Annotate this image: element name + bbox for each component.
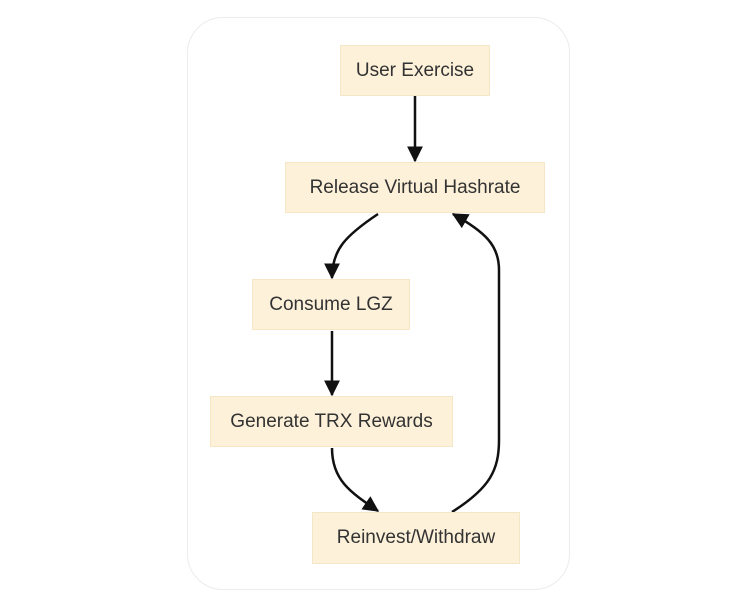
node-release-hashrate-label: Release Virtual Hashrate (309, 176, 521, 198)
edge-reinvest-withdraw-to-release-hashrate (451, 212, 501, 514)
node-user-exercise: User Exercise (340, 45, 490, 96)
node-user-exercise-label: User Exercise (355, 59, 475, 81)
node-release-hashrate: Release Virtual Hashrate (285, 162, 545, 213)
node-reinvest-withdraw: Reinvest/Withdraw (312, 512, 520, 564)
edge-release-hashrate-to-consume-lgz (324, 212, 379, 280)
node-reinvest-withdraw-label: Reinvest/Withdraw (336, 527, 496, 548)
node-generate-trx-label: Generate TRX Rewards (230, 410, 433, 432)
edge-generate-trx-to-reinvest-withdraw (330, 447, 380, 513)
node-consume-lgz: Consume LGZ (252, 279, 410, 330)
node-generate-trx: Generate TRX Rewards (210, 396, 453, 447)
node-consume-lgz-label: Consume LGZ (269, 293, 393, 315)
